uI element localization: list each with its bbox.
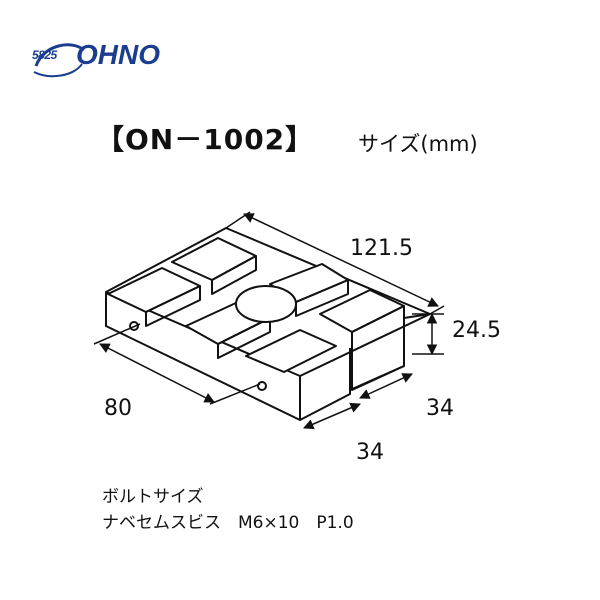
logo-number: 5825: [32, 48, 57, 62]
model-title: 【ON－1002】: [96, 123, 315, 156]
bolt-size-label: ボルトサイズ: [102, 487, 204, 507]
logo-name: OHNO: [76, 39, 160, 70]
size-unit-label: サイズ(mm): [358, 132, 478, 156]
dimension-length: 121.5: [350, 236, 413, 261]
dimension-height: 24.5: [452, 318, 501, 343]
bolt-spec-value: ナベセムスビス M6×10 P1.0: [102, 513, 354, 533]
brand-logo: 5825 OHNO: [30, 36, 190, 84]
dimension-width-right: 34: [426, 396, 454, 421]
dimension-bolt-pitch: 80: [104, 396, 132, 421]
dimension-width-front: 34: [356, 440, 384, 465]
dimension-lines: [93, 211, 445, 430]
logo-swoosh-icon: [33, 43, 85, 78]
